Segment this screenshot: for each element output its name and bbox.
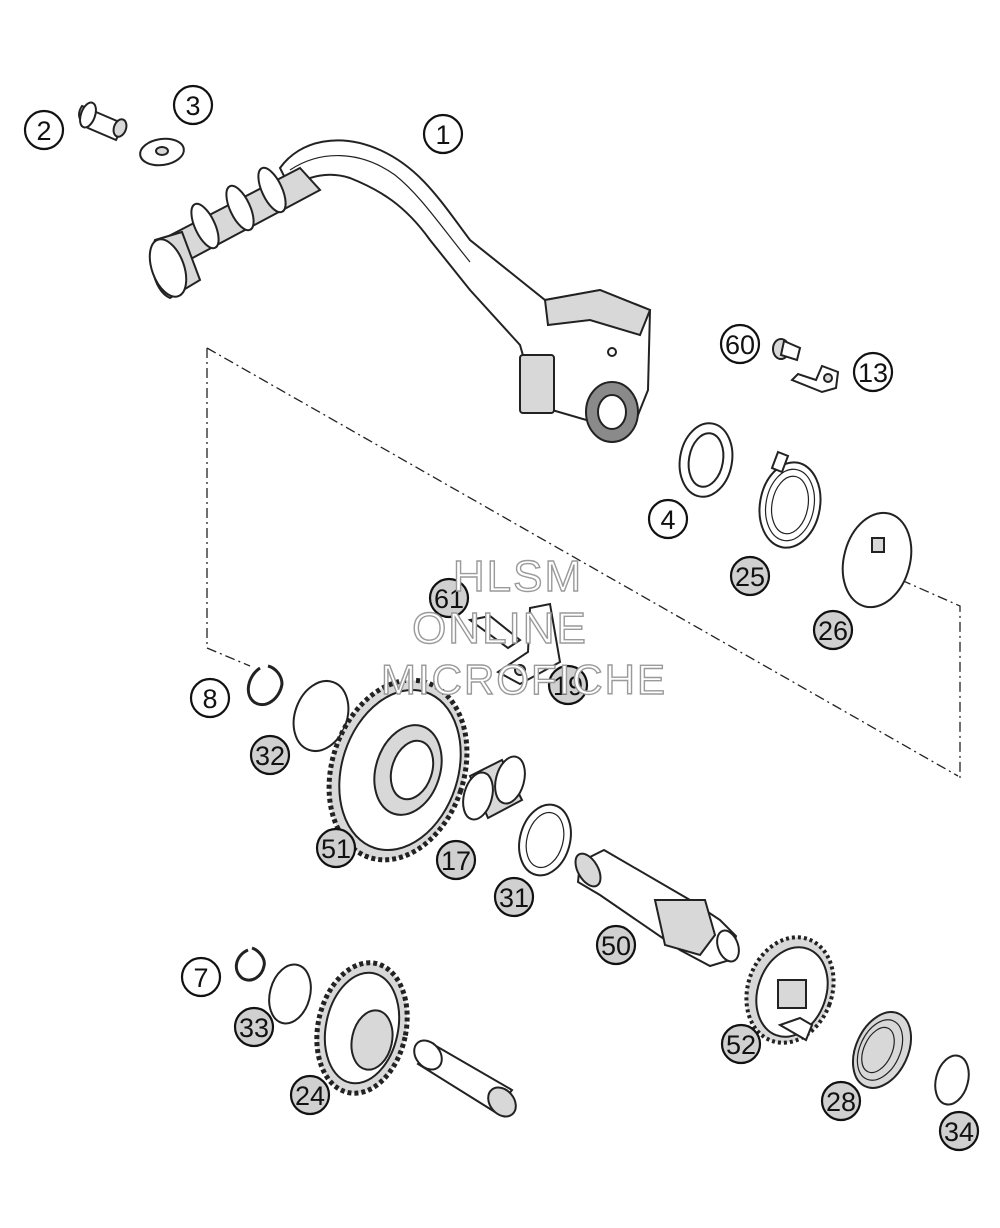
callout-61: 61 [428, 577, 470, 619]
callout-label: 8 [202, 684, 217, 714]
part-washer-large [678, 422, 734, 498]
callout-28: 28 [820, 1080, 862, 1122]
callout-label: 50 [601, 931, 631, 961]
callout-3: 3 [172, 84, 214, 126]
callout-33: 33 [233, 1006, 275, 1048]
part-callouts: 1 2 3 60 13 4 25 26 61 19 8 32 51 17 31 50 7 33 24 52 28 34 [23, 84, 980, 1152]
assembly-guide-lines [206, 347, 961, 778]
part-washer-34 [934, 1054, 970, 1106]
part-spring-small [851, 1011, 913, 1089]
callout-1: 1 [422, 113, 464, 155]
callout-label: 28 [826, 1087, 856, 1117]
part-kick-lever [148, 139, 652, 443]
callout-label: 25 [735, 562, 765, 592]
callout-8: 8 [189, 677, 231, 719]
part-spring-coil [758, 450, 822, 549]
callout-25: 25 [729, 555, 771, 597]
part-gear-large [326, 677, 470, 863]
callout-31: 31 [493, 876, 535, 918]
callout-circle [172, 84, 214, 126]
callout-circle [938, 1110, 980, 1152]
callout-label: 2 [36, 116, 51, 146]
callout-circle [729, 555, 771, 597]
callout-circle [547, 664, 589, 706]
callout-50: 50 [595, 924, 637, 966]
part-circlip-upper [246, 664, 284, 707]
callout-label: 1 [435, 120, 450, 150]
callout-26: 26 [812, 609, 854, 651]
callout-circle [852, 351, 894, 393]
part-ratchet [744, 935, 836, 1045]
callout-label: 19 [553, 671, 583, 701]
callout-label: 51 [321, 834, 351, 864]
part-washer-33 [268, 963, 312, 1025]
callout-circle [23, 109, 65, 151]
callout-circle [720, 1023, 762, 1065]
callout-7: 7 [180, 956, 222, 998]
callout-label: 32 [255, 741, 285, 771]
callout-circle [435, 839, 477, 881]
callout-2: 2 [23, 109, 65, 151]
callout-label: 3 [185, 91, 200, 121]
part-needle-bearing [462, 755, 526, 821]
callout-52: 52 [720, 1023, 762, 1065]
callout-4: 4 [647, 498, 689, 540]
callout-17: 17 [435, 839, 477, 881]
callout-circle [422, 113, 464, 155]
callout-circle [233, 1006, 275, 1048]
part-gear-idler [314, 960, 410, 1096]
part-washer-small [139, 137, 185, 167]
watermark-line-2: ONLINE [411, 603, 588, 653]
callout-circle [493, 876, 535, 918]
part-plate [841, 511, 913, 609]
callout-circle [719, 323, 761, 365]
callout-19: 19 [547, 664, 589, 706]
watermark-line-1: HLSM [452, 551, 584, 601]
part-guide-plate [467, 602, 562, 686]
callout-label: 26 [818, 616, 848, 646]
callout-circle [647, 498, 689, 540]
callout-label: 33 [239, 1013, 269, 1043]
callout-circle [812, 609, 854, 651]
part-bracket [790, 364, 840, 394]
callout-label: 52 [726, 1030, 756, 1060]
callout-circle [820, 1080, 862, 1122]
part-bolt [772, 338, 802, 362]
callout-13: 13 [852, 351, 894, 393]
callout-label: 7 [193, 963, 208, 993]
callout-circle [315, 827, 357, 869]
callout-circle [289, 1074, 331, 1116]
callout-label: 31 [499, 883, 529, 913]
callout-label: 60 [725, 330, 755, 360]
callout-circle [180, 956, 222, 998]
callout-51: 51 [315, 827, 357, 869]
part-washer-31 [518, 803, 572, 877]
callout-label: 17 [441, 846, 471, 876]
callout-label: 4 [660, 505, 675, 535]
part-pin [78, 101, 128, 142]
part-bushing [413, 1039, 517, 1118]
callout-label: 61 [434, 584, 464, 614]
part-kick-shaft [574, 848, 740, 968]
callout-60: 60 [719, 323, 761, 365]
callout-label: 34 [944, 1117, 974, 1147]
callout-24: 24 [289, 1074, 331, 1116]
callout-label: 13 [858, 358, 888, 388]
callout-circle [249, 734, 291, 776]
callout-circle [189, 677, 231, 719]
part-circlip-lower [234, 946, 266, 982]
callout-label: 24 [295, 1081, 325, 1111]
callout-circle [595, 924, 637, 966]
callout-32: 32 [249, 734, 291, 776]
callout-circle [428, 577, 470, 619]
callout-34: 34 [938, 1110, 980, 1152]
watermark-line-3: MICROFICHE [380, 655, 667, 703]
